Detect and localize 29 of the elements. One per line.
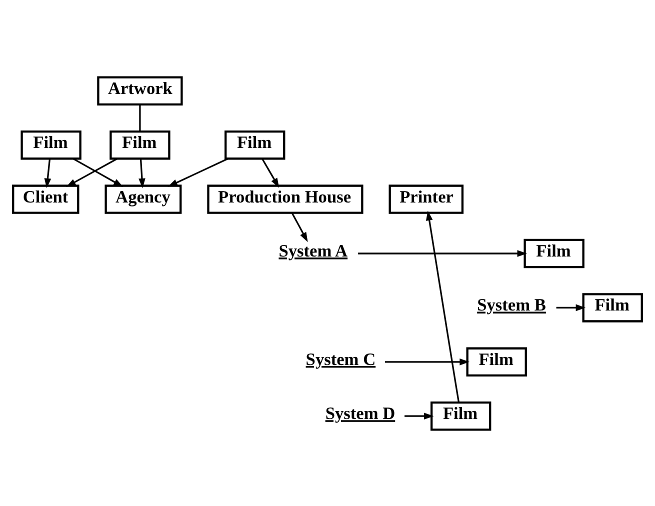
node-box: Film <box>110 130 170 160</box>
arrow <box>262 158 280 188</box>
arrow <box>291 212 308 242</box>
node-text: System D <box>325 404 396 423</box>
arrow <box>168 158 228 186</box>
arrow <box>44 158 52 188</box>
node-box: Film <box>524 238 584 268</box>
arrow <box>72 158 124 186</box>
node-box: Client <box>12 184 80 214</box>
node-text: System A <box>278 241 348 260</box>
node-box: Artwork <box>97 76 183 106</box>
arrow <box>138 158 146 188</box>
arrow <box>404 412 434 420</box>
arrow <box>426 210 460 402</box>
arrow <box>358 250 528 256</box>
node-box: Film <box>224 130 286 160</box>
node-box: Production House <box>207 184 364 214</box>
node-box: Film <box>430 400 492 430</box>
node-box: Film <box>466 346 527 376</box>
node-box: Film <box>20 130 82 160</box>
arrow <box>66 158 118 186</box>
connector <box>139 104 141 132</box>
node-text: System C <box>306 349 376 368</box>
node-box: Film <box>582 292 643 322</box>
arrow <box>556 304 586 311</box>
node-box: Printer <box>388 184 464 214</box>
node-text: System B <box>477 295 546 314</box>
node-box: Agency <box>104 184 182 214</box>
arrow <box>385 358 470 365</box>
